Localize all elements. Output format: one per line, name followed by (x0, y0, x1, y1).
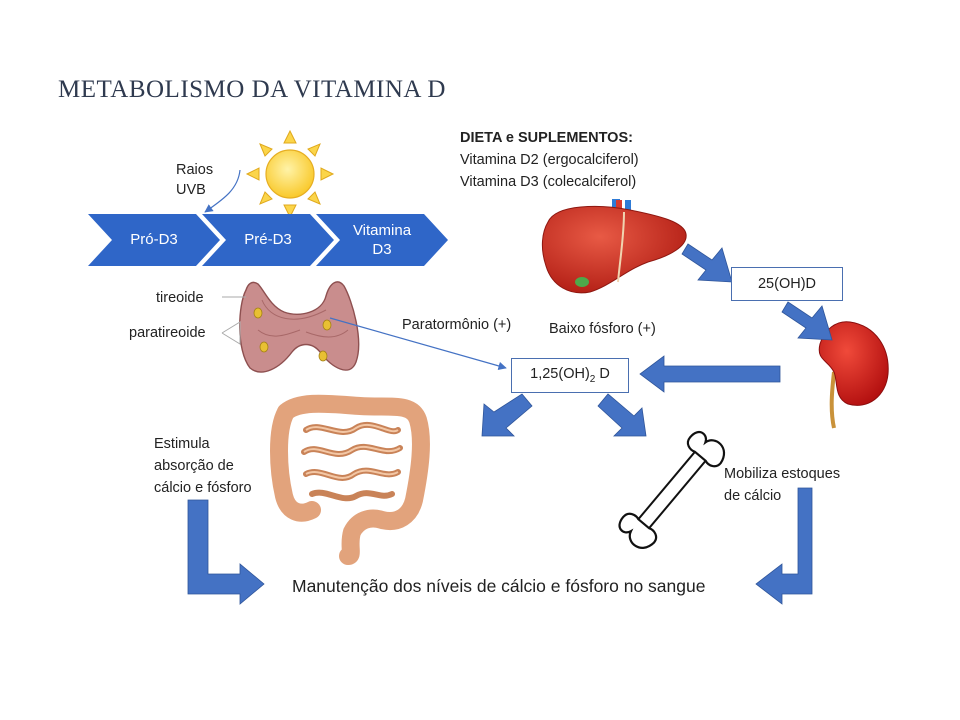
calcitriol-prefix: 1,25(OH) (530, 366, 590, 383)
calcitriol-subscript: 2 (589, 373, 596, 385)
kidney-illustration (818, 321, 889, 429)
bone-effect-line1: Mobiliza estoques (724, 466, 841, 482)
step-chevron-vitamin-d3 (316, 214, 448, 266)
arrow-calcidiol-to-kidney (781, 301, 833, 341)
arrow-calcitriol-to-intestine (481, 393, 533, 437)
arrow-liver-to-calcidiol (681, 243, 733, 283)
parathyroid-label: paratireoide (129, 325, 206, 341)
parathyroid-leader (221, 321, 241, 345)
intestine-effect-label: Estimula absorção de cálcio e fósforo (154, 433, 252, 499)
bone-effect-line2: de cálcio (724, 488, 782, 504)
synthesis-steps (88, 214, 448, 266)
pth-arrow (329, 317, 507, 370)
calcidiol-box: 25(OH)D (731, 267, 843, 301)
arrow-calcitriol-to-bone (597, 393, 647, 437)
intestine-illustration (270, 394, 430, 565)
liver-illustration (541, 199, 687, 294)
uvb-label-line1: Raios (176, 162, 214, 178)
intestine-effect-line3: cálcio e fósforo (154, 480, 252, 496)
intestine-effect-line2: absorção de (154, 458, 234, 474)
page-title: METABOLISMO DA VITAMINA D (58, 76, 446, 103)
step-chevron-pro-d3 (88, 214, 220, 266)
diet-block: DIETA e SUPLEMENTOS: Vitamina D2 (ergoca… (460, 127, 639, 193)
step-label-pre-d3: Pré-D3 (244, 231, 292, 248)
uvb-label-line2: UVB (176, 182, 206, 198)
sun-icon (245, 129, 335, 219)
uvb-label: Raios UVB (176, 160, 213, 200)
calcitriol-suffix: D (595, 366, 610, 383)
thyroid-label: tireoide (156, 290, 204, 306)
intestine-effect-line1: Estimula (154, 436, 210, 452)
calcitriol-label: 1,25(OH)2 D (530, 366, 610, 385)
calcitriol-box: 1,25(OH)2 D (511, 358, 629, 393)
arrow-kidney-to-calcitriol (639, 355, 781, 393)
outcome-label: Manutenção dos níveis de cálcio e fósfor… (292, 576, 706, 596)
diet-heading: DIETA e SUPLEMENTOS: (460, 130, 633, 146)
bone-illustration (618, 430, 726, 549)
step-label-vitamin-d3: Vitamina D3 (340, 221, 424, 259)
low-phosphorus-label: Baixo fósforo (+) (549, 321, 656, 337)
uvb-arrow (204, 169, 241, 213)
arrow-intestine-to-outcome (187, 499, 265, 605)
step-label-vitamin-d3-line2: D3 (372, 241, 392, 258)
thyroid-illustration (239, 281, 360, 373)
bone-effect-label: Mobiliza estoques de cálcio (724, 463, 840, 507)
arrow-bone-to-outcome (755, 487, 813, 605)
step-label-vitamin-d3-line1: Vitamina (352, 222, 412, 239)
calcidiol-label: 25(OH)D (757, 276, 816, 292)
step-label-pro-d3: Pró-D3 (130, 231, 178, 248)
step-chevron-pre-d3 (202, 214, 334, 266)
pth-label: Paratormônio (+) (402, 317, 512, 333)
diet-item-d3: Vitamina D3 (colecalciferol) (460, 174, 637, 190)
diet-item-d2: Vitamina D2 (ergocalciferol) (460, 152, 639, 168)
